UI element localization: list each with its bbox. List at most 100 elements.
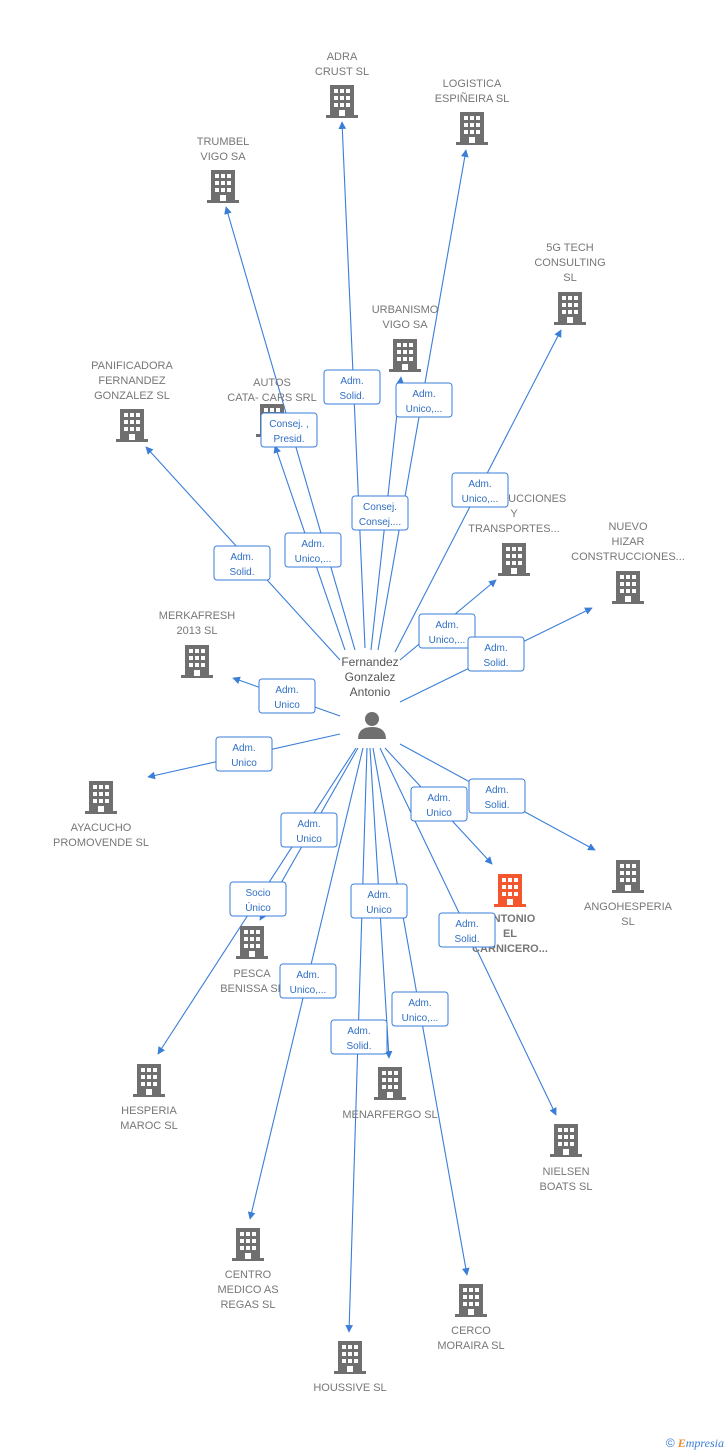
role-text-line: Adm.: [347, 1026, 370, 1037]
edges-layer: [145, 121, 596, 1333]
role-badge-centro[interactable]: Adm.Unico,...: [279, 963, 337, 999]
role-badge-angohesperia[interactable]: Adm.Solid.: [468, 778, 526, 814]
building-icon: [116, 409, 148, 442]
empresia-watermark: © Empresia: [666, 1436, 724, 1451]
company-label-line: ESPIÑEIRA SL: [435, 92, 510, 105]
role-text-line: Único: [245, 901, 271, 914]
company-label-line: ANTONIO: [485, 913, 536, 925]
company-label-line: PESCA: [233, 968, 271, 980]
role-badge-fivegtech[interactable]: Adm. Unico,...: [451, 472, 509, 508]
company-node-nielsen[interactable]: NIELSEN BOATS SL: [540, 1124, 593, 1193]
role-badge-nielsen[interactable]: Adm.Solid.: [438, 912, 496, 948]
role-badge-houssive[interactable]: Adm.Solid.: [330, 1019, 388, 1055]
role-badge-cerco[interactable]: Adm.Unico,...: [391, 991, 449, 1027]
building-icon: [498, 543, 530, 576]
role-badge-logistica[interactable]: Consej. Consej....: [351, 495, 409, 531]
role-badge-nuevo[interactable]: Adm.Solid.: [467, 636, 525, 672]
company-label-line: NIELSEN: [542, 1166, 589, 1178]
company-node-houssive[interactable]: HOUSSIVE SL: [313, 1341, 387, 1394]
role-text-line: Adm.: [427, 793, 450, 804]
role-box: [213, 545, 271, 581]
role-box: [215, 736, 273, 772]
role-text-line: Adm.: [296, 970, 319, 981]
company-label-line: 2013 SL: [177, 625, 218, 637]
company-label-line: CENTRO: [225, 1269, 272, 1281]
building-icon: [207, 170, 239, 203]
role-badge-antonio[interactable]: Adm.Unico: [410, 786, 468, 822]
brand-name: mpresia: [685, 1436, 724, 1450]
company-node-merkafresh[interactable]: MERKAFRESH 2013 SL: [159, 610, 235, 678]
building-icon: [181, 645, 213, 678]
role-text-line: Unico,...: [295, 554, 332, 565]
company-label-line: BOATS SL: [540, 1181, 593, 1193]
center-name-line-1: Fernandez: [341, 655, 398, 669]
company-label-line: SL: [563, 272, 576, 284]
role-badge-merkafresh[interactable]: Adm.Unico: [258, 678, 316, 714]
role-box: [229, 881, 287, 917]
building-icon: [494, 874, 526, 907]
role-text-line: Consej....: [359, 517, 401, 528]
company-label-line: TRANSPORTES...: [468, 523, 559, 535]
role-badge-adra[interactable]: Adm.Solid.: [323, 369, 381, 405]
company-label-line: MAROC SL: [120, 1120, 177, 1132]
role-text-line: Unico: [296, 834, 322, 845]
company-label-line: FERNANDEZ: [98, 375, 166, 387]
role-text-line: Adm.: [435, 620, 458, 631]
company-node-adra[interactable]: ADRA CRUST SL: [315, 51, 369, 118]
role-badge-panificadora[interactable]: Adm.Solid.: [213, 545, 271, 581]
company-label-line: URBANISMO: [372, 304, 439, 316]
role-badge-menarfergo[interactable]: Adm.Unico: [350, 883, 408, 919]
role-badge-ayacucho[interactable]: Adm.Unico: [215, 736, 273, 772]
company-label-line: AYACUCHO: [71, 822, 132, 834]
role-text-line: Unico: [274, 700, 300, 711]
role-text-line: Adm.: [484, 643, 507, 654]
role-badge-urbanismo[interactable]: Adm.Unico,...: [395, 382, 453, 418]
company-label-line: HESPERIA: [121, 1105, 177, 1117]
building-icon: [236, 926, 268, 959]
building-icon: [232, 1228, 264, 1261]
company-label-line: MERKAFRESH: [159, 610, 235, 622]
roles-layer: Adm.Solid.Adm.Unico,...Consej. ,Presid.C…: [213, 369, 526, 1055]
company-label-line: CONSTRUCCIONES...: [571, 551, 685, 563]
role-badge-pesca[interactable]: Adm.Unico: [280, 812, 338, 848]
copyright-symbol: ©: [665, 1436, 675, 1450]
role-badge-construcciones[interactable]: Adm.Unico,...: [418, 613, 476, 649]
company-label-line: CRUST SL: [315, 66, 369, 78]
company-label-line: ADRA: [327, 51, 358, 63]
role-text-line: Unico,...: [462, 494, 499, 505]
center-name-line-2: Gonzalez: [345, 670, 396, 684]
role-text-line: Solid.: [454, 934, 479, 945]
company-node-nuevo[interactable]: NUEVOHIZARCONSTRUCCIONES...: [571, 521, 685, 604]
role-box: [351, 495, 409, 531]
role-text-line: Adm.: [408, 998, 431, 1009]
center-name-line-3: Antonio: [350, 685, 391, 699]
company-label-line: REGAS SL: [220, 1299, 275, 1311]
building-icon: [550, 1124, 582, 1157]
role-text-line: Consej.: [363, 502, 397, 513]
role-text-line: Adm.: [468, 479, 491, 490]
role-box: [467, 636, 525, 672]
company-label-line: HOUSSIVE SL: [313, 1382, 386, 1394]
company-label-line: EL: [503, 928, 517, 940]
role-text-line: Adm.: [301, 539, 324, 550]
role-badge-autos[interactable]: Consej. ,Presid.: [260, 412, 318, 448]
company-node-menarfergo[interactable]: MENARFERGO SL: [342, 1067, 438, 1121]
center-node[interactable]: Fernandez Gonzalez Antonio: [341, 655, 399, 739]
company-node-hesperia[interactable]: HESPERIA MAROC SL: [120, 1064, 178, 1132]
role-badge-trumbel[interactable]: Adm. Unico,...: [284, 532, 342, 568]
person-icon: [358, 712, 386, 739]
building-icon: [389, 339, 421, 372]
